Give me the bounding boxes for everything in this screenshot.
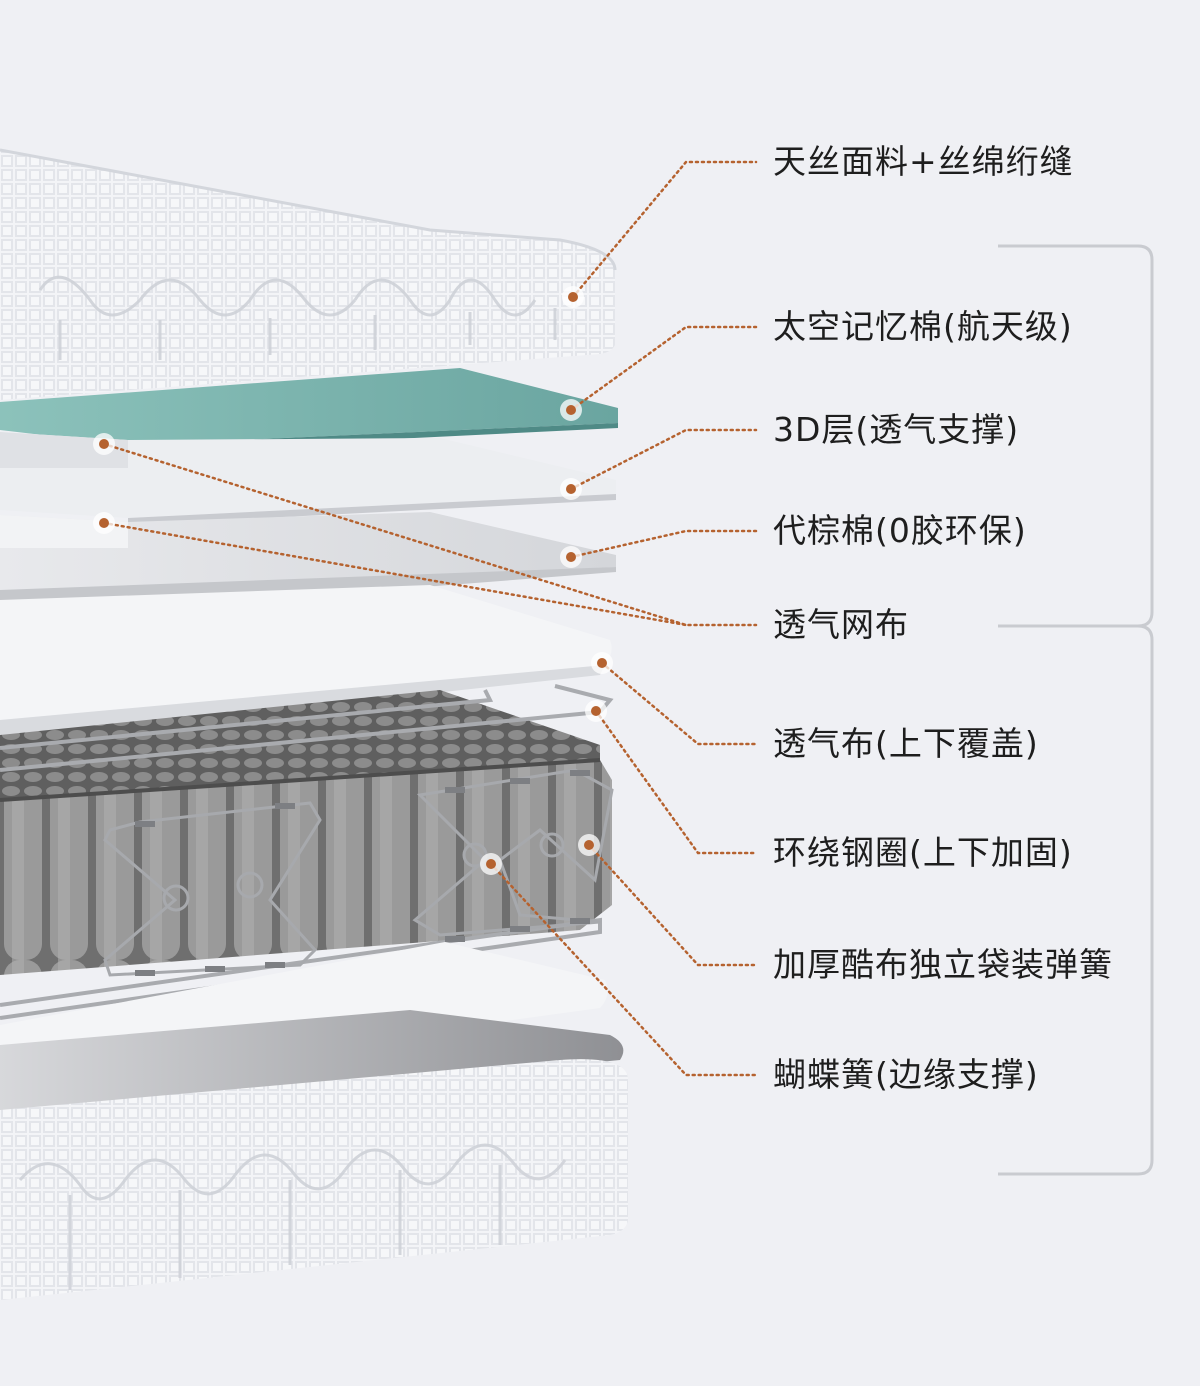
quilted-base-layer: [0, 1059, 628, 1300]
leader-mesh-fabric-1: [102, 442, 758, 627]
leader-palm-substitute: [569, 529, 758, 559]
marker-mesh-fabric-1: [93, 433, 115, 455]
label-mesh-fabric: 透气网布: [773, 605, 909, 644]
leader-pocket-springs: [587, 843, 758, 967]
label-pocket-springs: 加厚酷布独立袋装弹簧: [773, 945, 1113, 984]
label-tencel-fabric: 天丝面料+丝绵绗缝: [773, 142, 1074, 181]
marker-steel-ring: [585, 700, 607, 722]
label-butterfly-springs: 蝴蝶簧(边缘支撑): [773, 1055, 1039, 1094]
marker-butterfly-springs: [480, 853, 502, 875]
leader-memory-foam: [569, 325, 758, 412]
marker-pocket-springs: [578, 834, 600, 856]
leader-lines: [102, 160, 758, 1077]
marker-dots: [93, 286, 613, 875]
tencel-fabric-layer: [0, 148, 617, 400]
leader-3d-layer: [569, 428, 758, 491]
marker-tencel-fabric: [562, 286, 584, 308]
marker-cover-fabric: [591, 652, 613, 674]
label-cover-fabric: 透气布(上下覆盖): [773, 724, 1039, 763]
label-palm-substitute: 代棕棉(0胶环保): [773, 511, 1027, 550]
layer-group-brackets: [998, 244, 1154, 1176]
marker-palm-substitute: [560, 546, 582, 568]
marker-mesh-fabric-2: [93, 512, 115, 534]
pocket-springs-layer: [0, 684, 614, 1020]
marker-3d-layer: [560, 478, 582, 500]
leader-mesh-fabric-2: [102, 521, 688, 627]
label-3d-layer: 3D层(透气支撑): [773, 410, 1020, 449]
leader-tencel-fabric: [571, 160, 758, 299]
label-steel-ring: 环绕钢圈(上下加固): [773, 833, 1073, 872]
marker-memory-foam: [560, 399, 582, 421]
label-memory-foam: 太空记忆棉(航天级): [773, 307, 1073, 346]
leader-cover-fabric: [600, 661, 758, 746]
lower-cover-layer: [0, 942, 624, 1120]
3d-layer: [0, 432, 616, 525]
leader-butterfly-springs: [489, 862, 758, 1077]
leader-steel-ring: [594, 709, 758, 855]
